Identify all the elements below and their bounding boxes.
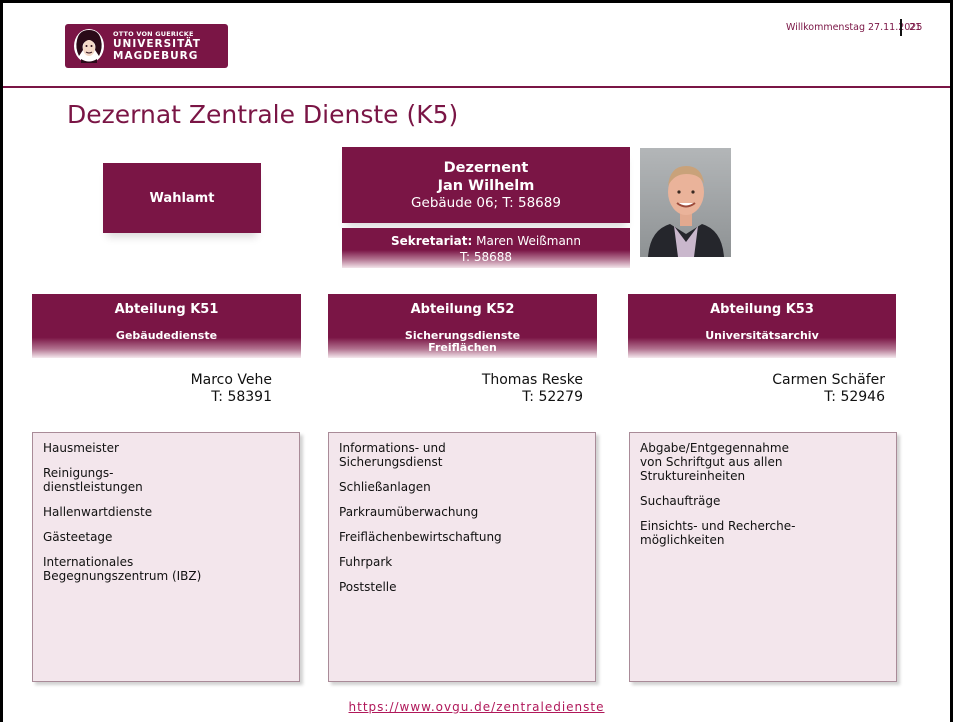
- slide-frame-right: [950, 0, 953, 722]
- footer-link[interactable]: https://www.ovgu.de/zentraledienste: [348, 700, 605, 714]
- department-k51-head-phone: T: 58391: [211, 389, 272, 405]
- header-divider: [3, 86, 950, 88]
- wahlamt-label: Wahlamt: [149, 190, 215, 206]
- dezernent-photo: [640, 148, 731, 257]
- list-item: Gästeetage: [43, 530, 113, 544]
- list-item: Hallenwartdienste: [43, 505, 153, 519]
- list-item: Schließanlagen: [339, 480, 431, 494]
- sekretariat-phone: T: 58688: [459, 250, 513, 264]
- sekretariat-name: Maren Weißmann: [476, 234, 582, 248]
- dezernent-name: Jan Wilhelm: [437, 177, 535, 194]
- department-k51-head: Marco Vehe T: 58391: [72, 372, 272, 406]
- page-number: 21: [909, 22, 922, 33]
- guericke-portrait-icon: [74, 29, 104, 63]
- department-k52-head-phone: T: 52279: [522, 389, 583, 405]
- logo-line-3: MAGDEBURG: [113, 50, 199, 62]
- department-k51-subtitle: Gebäudedienste: [115, 329, 218, 342]
- dezernent-role: Dezernent: [443, 159, 529, 176]
- list-item: Hausmeister: [43, 441, 119, 455]
- department-k52-subtitle-2: Freiflächen: [428, 341, 497, 354]
- list-item: Einsichts- und Recherche- möglichkeiten: [640, 519, 796, 547]
- slide-frame-top: [0, 0, 953, 3]
- list-item: Reinigungs- dienstleistungen: [43, 466, 143, 494]
- list-item: Informations- und Sicherungsdienst: [339, 441, 446, 469]
- department-k53-subtitle: Universitätsarchiv: [705, 329, 819, 342]
- list-item: Internationales Begegnungszentrum (IBZ): [43, 555, 202, 583]
- department-k53-name: Abteilung K53: [710, 302, 814, 317]
- department-k53-tasks: Abgabe/Entgegennahme von Schriftgut aus …: [629, 432, 897, 682]
- page-title: Dezernat Zentrale Dienste (K5): [67, 100, 459, 129]
- department-k53-head: Carmen Schäfer T: 52946: [685, 372, 885, 406]
- department-k52-tasks: Informations- und Sicherungsdienst Schli…: [328, 432, 596, 682]
- department-k51-name: Abteilung K51: [114, 302, 219, 317]
- list-item: Poststelle: [339, 580, 397, 594]
- list-item: Parkraumüberwachung: [339, 505, 479, 519]
- department-k51-header: Abteilung K51 Gebäudedienste: [32, 294, 301, 358]
- department-k53-head-phone: T: 52946: [824, 389, 885, 405]
- list-item: Fuhrpark: [339, 555, 393, 569]
- department-k51-head-name: Marco Vehe: [190, 372, 272, 388]
- department-k52-subtitle: Sicherungsdienste: [404, 329, 521, 342]
- department-k51-tasks: Hausmeister Reinigungs- dienstleistungen…: [32, 432, 300, 682]
- department-k52-head: Thomas Reske T: 52279: [383, 372, 583, 406]
- list-item: Abgabe/Entgegennahme von Schriftgut aus …: [640, 441, 789, 483]
- department-k52-head-name: Thomas Reske: [481, 372, 583, 388]
- wahlamt-box: Wahlamt: [103, 163, 261, 233]
- department-k53-header: Abteilung K53 Universitätsarchiv: [628, 294, 896, 358]
- logo-line-2: UNIVERSITÄT: [113, 38, 201, 50]
- header-date: Willkommenstag 27.11.2025: [786, 22, 923, 33]
- department-k52-header: Abteilung K52 Sicherungsdienste Freifläc…: [328, 294, 597, 358]
- list-item: Freiflächenbewirtschaftung: [339, 530, 502, 544]
- slide-frame-left: [0, 0, 3, 722]
- department-k52-name: Abteilung K52: [410, 302, 515, 317]
- department-k53-head-name: Carmen Schäfer: [772, 372, 885, 388]
- dezernent-box: Dezernent Jan Wilhelm Gebäude 06; T: 586…: [342, 147, 630, 223]
- logo-line-1: OTTO VON GUERICKE: [113, 30, 194, 38]
- dezernent-contact: Gebäude 06; T: 58689: [411, 194, 561, 211]
- list-item: Suchaufträge: [640, 494, 721, 508]
- university-logo: OTTO VON GUERICKE UNIVERSITÄT MAGDEBURG: [65, 24, 228, 68]
- sekretariat-label: Sekretariat:: [390, 234, 473, 248]
- sekretariat-box: Sekretariat: Maren Weißmann T: 58688: [342, 228, 630, 268]
- header-separator: [900, 19, 902, 36]
